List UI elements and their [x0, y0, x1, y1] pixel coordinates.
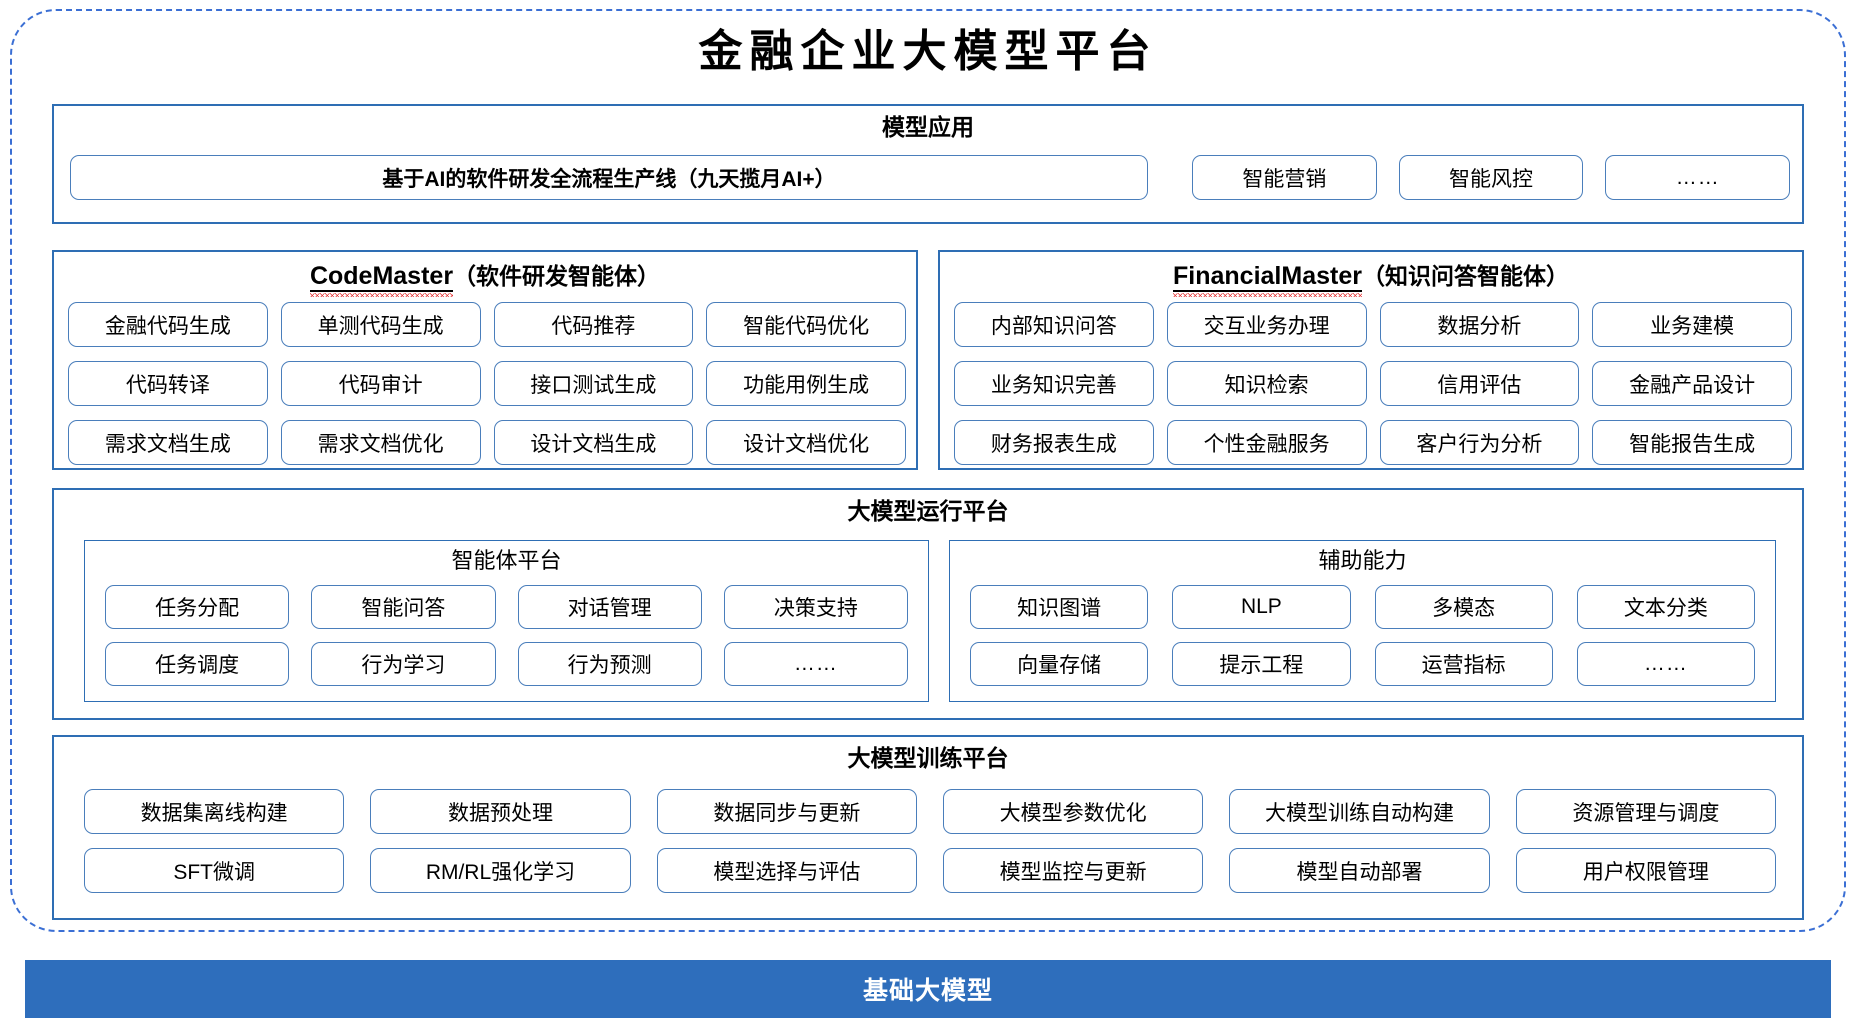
- chip-agent-platform-0[interactable]: 任务分配: [105, 585, 290, 629]
- chip-auxiliary-6[interactable]: 运营指标: [1374, 642, 1553, 686]
- chip-auxiliary-2[interactable]: 多模态: [1374, 585, 1553, 629]
- chip-auxiliary-1[interactable]: NLP: [1172, 585, 1351, 629]
- chip-training-11[interactable]: 用户权限管理: [1515, 848, 1776, 893]
- chip-code-master-10[interactable]: 设计文档生成: [493, 420, 694, 465]
- training-platform-grid: 数据集离线构建 数据预处理 数据同步与更新 大模型参数优化 大模型训练自动构建 …: [84, 789, 1776, 893]
- chip-auxiliary-4[interactable]: 向量存储: [970, 642, 1149, 686]
- chip-code-master-3[interactable]: 智能代码优化: [706, 302, 906, 347]
- footer-label: 基础大模型: [862, 977, 993, 1005]
- financial-master-latin-name: FinancialMaster: [1173, 262, 1362, 297]
- chip-code-master-0[interactable]: 金融代码生成: [68, 302, 268, 347]
- agent-platform-grid: 任务分配 智能问答 对话管理 决策支持 任务调度 行为学习 行为预测 ……: [105, 585, 908, 686]
- chip-financial-master-2[interactable]: 数据分析: [1379, 302, 1580, 347]
- section-runtime-platform: 大模型运行平台 智能体平台 任务分配 智能问答 对话管理 决策支持 任务调度 行…: [52, 488, 1804, 720]
- chip-financial-master-9[interactable]: 个性金融服务: [1166, 420, 1367, 465]
- chip-training-1[interactable]: 数据预处理: [370, 789, 631, 834]
- section-model-application: 模型应用 基于AI的软件研发全流程生产线（九天揽月AI+） 智能营销 智能风控 …: [52, 104, 1804, 224]
- chip-agent-platform-more[interactable]: ……: [723, 642, 908, 686]
- section-title-financial-master: FinancialMaster（知识问答智能体）: [940, 262, 1802, 297]
- chip-smart-risk-control[interactable]: 智能风控: [1398, 155, 1584, 200]
- chip-training-2[interactable]: 数据同步与更新: [656, 789, 917, 834]
- chip-code-master-2[interactable]: 代码推荐: [493, 302, 694, 347]
- code-master-cn-suffix: （软件研发智能体）: [453, 263, 661, 289]
- chip-financial-master-11[interactable]: 智能报告生成: [1592, 420, 1792, 465]
- chip-model-application-more[interactable]: ……: [1605, 155, 1791, 200]
- chip-code-master-5[interactable]: 代码审计: [280, 361, 481, 406]
- subsection-title-agent-platform: 智能体平台: [451, 548, 562, 573]
- chip-training-8[interactable]: 模型选择与评估: [656, 848, 917, 893]
- chip-agent-platform-6[interactable]: 行为预测: [517, 642, 702, 686]
- chip-financial-master-6[interactable]: 信用评估: [1379, 361, 1580, 406]
- code-master-grid: 金融代码生成 单测代码生成 代码推荐 智能代码优化 代码转译 代码审计 接口测试…: [68, 302, 906, 465]
- chip-code-master-6[interactable]: 接口测试生成: [493, 361, 694, 406]
- page-title: 金融企业大模型平台: [698, 27, 1158, 76]
- section-title-model-application: 模型应用: [882, 114, 974, 140]
- chip-financial-master-5[interactable]: 知识检索: [1166, 361, 1367, 406]
- chip-training-4[interactable]: 大模型训练自动构建: [1229, 789, 1490, 834]
- chip-auxiliary-more[interactable]: ……: [1576, 642, 1755, 686]
- chip-financial-master-3[interactable]: 业务建模: [1592, 302, 1792, 347]
- model-application-row: 基于AI的软件研发全流程生产线（九天揽月AI+） 智能营销 智能风控 ……: [70, 155, 1791, 200]
- chip-code-master-4[interactable]: 代码转译: [68, 361, 268, 406]
- section-title-code-master: CodeMaster（软件研发智能体）: [54, 262, 916, 297]
- chip-code-master-9[interactable]: 需求文档优化: [280, 420, 481, 465]
- chip-auxiliary-5[interactable]: 提示工程: [1172, 642, 1351, 686]
- chip-training-5[interactable]: 资源管理与调度: [1515, 789, 1776, 834]
- section-training-platform: 大模型训练平台 数据集离线构建 数据预处理 数据同步与更新 大模型参数优化 大模…: [52, 735, 1804, 920]
- section-financial-master: FinancialMaster（知识问答智能体） 内部知识问答 交互业务办理 数…: [938, 250, 1804, 470]
- chip-code-master-1[interactable]: 单测代码生成: [280, 302, 481, 347]
- subsection-title-auxiliary-capabilities: 辅助能力: [1318, 548, 1407, 573]
- chip-agent-platform-3[interactable]: 决策支持: [723, 585, 908, 629]
- chip-code-master-8[interactable]: 需求文档生成: [68, 420, 268, 465]
- chip-financial-master-1[interactable]: 交互业务办理: [1166, 302, 1367, 347]
- chip-financial-master-8[interactable]: 财务报表生成: [954, 420, 1154, 465]
- auxiliary-grid: 知识图谱 NLP 多模态 文本分类 向量存储 提示工程 运营指标 ……: [970, 585, 1755, 686]
- chip-agent-platform-1[interactable]: 智能问答: [311, 585, 496, 629]
- chip-training-7[interactable]: RM/RL强化学习: [370, 848, 631, 893]
- subsection-agent-platform: 智能体平台 任务分配 智能问答 对话管理 决策支持 任务调度 行为学习 行为预测…: [84, 540, 929, 702]
- chip-code-master-11[interactable]: 设计文档优化: [706, 420, 906, 465]
- chip-training-10[interactable]: 模型自动部署: [1229, 848, 1490, 893]
- section-code-master: CodeMaster（软件研发智能体） 金融代码生成 单测代码生成 代码推荐 智…: [52, 250, 918, 470]
- chip-agent-platform-2[interactable]: 对话管理: [517, 585, 702, 629]
- code-master-latin-name: CodeMaster: [309, 262, 454, 297]
- financial-master-cn-suffix: （知识问答智能体）: [1361, 263, 1569, 289]
- chip-financial-master-10[interactable]: 客户行为分析: [1379, 420, 1580, 465]
- chip-ai-pipeline[interactable]: 基于AI的软件研发全流程生产线（九天揽月AI+）: [70, 155, 1149, 200]
- chip-training-9[interactable]: 模型监控与更新: [943, 848, 1204, 893]
- chip-training-6[interactable]: SFT微调: [84, 848, 345, 893]
- financial-master-grid: 内部知识问答 交互业务办理 数据分析 业务建模 业务知识完善 知识检索 信用评估…: [954, 302, 1792, 465]
- chip-code-master-7[interactable]: 功能用例生成: [706, 361, 906, 406]
- chip-training-3[interactable]: 大模型参数优化: [943, 789, 1204, 834]
- chip-smart-marketing[interactable]: 智能营销: [1192, 155, 1377, 200]
- chip-training-0[interactable]: 数据集离线构建: [84, 789, 345, 834]
- chip-auxiliary-3[interactable]: 文本分类: [1576, 585, 1755, 629]
- chip-financial-master-7[interactable]: 金融产品设计: [1592, 361, 1792, 406]
- chip-agent-platform-5[interactable]: 行为学习: [311, 642, 496, 686]
- subsection-auxiliary-capabilities: 辅助能力 知识图谱 NLP 多模态 文本分类 向量存储 提示工程 运营指标 ……: [949, 540, 1776, 702]
- footer-foundation-model-bar: 基础大模型: [25, 960, 1831, 1018]
- chip-financial-master-0[interactable]: 内部知识问答: [954, 302, 1154, 347]
- chip-agent-platform-4[interactable]: 任务调度: [105, 642, 290, 686]
- section-title-training-platform: 大模型训练平台: [847, 745, 1009, 771]
- chip-financial-master-4[interactable]: 业务知识完善: [954, 361, 1154, 406]
- section-title-runtime-platform: 大模型运行平台: [847, 498, 1009, 524]
- chip-auxiliary-0[interactable]: 知识图谱: [970, 585, 1149, 629]
